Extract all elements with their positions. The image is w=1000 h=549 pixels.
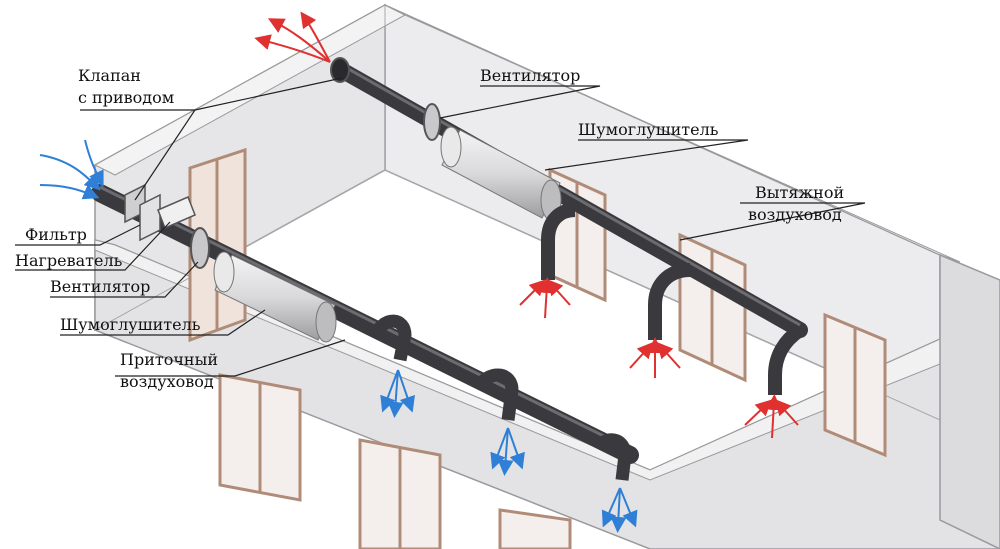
red-arrow-icon [629, 342, 654, 369]
blue-arrow-icon [387, 369, 404, 418]
red-arrow-icon [765, 394, 782, 439]
blue-arrow-icon [610, 487, 627, 533]
valve-label-line2: с приводом [78, 88, 175, 107]
filter [139, 193, 161, 242]
blue-arrow-icon [39, 154, 101, 191]
blue-arrow-icon [490, 427, 509, 470]
supply-duct-label-line1: Приточный [120, 350, 218, 369]
supply-fan [190, 227, 210, 269]
blue-arrow-icon [84, 139, 104, 188]
exhaust-air-arrows [254, 11, 799, 439]
red-arrow-icon [546, 279, 571, 306]
red-arrow-icon [519, 279, 546, 306]
exhaust-system [330, 57, 808, 395]
leader-lines [15, 77, 866, 377]
blue-arrow-icon [380, 369, 399, 413]
exhaust-duct-label-line1: Вытяжной [755, 183, 845, 202]
valve-label-line1: Клапан [78, 66, 141, 85]
blue-arrow-icon [397, 369, 415, 413]
blue-arrow-icon [619, 487, 638, 528]
red-arrow-icon [538, 277, 555, 319]
blue-arrow-icon [601, 487, 621, 528]
red-arrow-icon [774, 399, 799, 426]
filter-label: Фильтр [25, 225, 87, 244]
heater [157, 196, 196, 229]
heater-label: Нагреватель [15, 251, 123, 270]
supply-silencer-label: Шумоглушитель [60, 315, 201, 334]
supply-fan-label: Вентилятор [50, 277, 151, 296]
supply-air-arrows [39, 139, 638, 533]
red-arrow-icon [656, 342, 681, 369]
exhaust-fan-label: Вентилятор [480, 66, 581, 85]
red-arrow-icon [254, 34, 331, 63]
supply-system [91, 183, 639, 481]
blue-arrow-icon [39, 184, 100, 200]
red-arrow-icon [300, 11, 331, 63]
exhaust-fan [423, 103, 441, 141]
red-arrow-icon [744, 399, 772, 426]
blue-arrow-icon [497, 427, 514, 476]
supply-duct-label-line2: воздуховод [120, 372, 214, 391]
exhaust-silencer-label: Шумоглушитель [578, 120, 719, 139]
exhaust-duct-label-line2: воздуховод [748, 205, 842, 224]
supply-silencer [213, 251, 337, 343]
red-arrow-icon [267, 18, 331, 63]
exhaust-outlet [330, 57, 350, 83]
blue-arrow-icon [507, 427, 525, 470]
